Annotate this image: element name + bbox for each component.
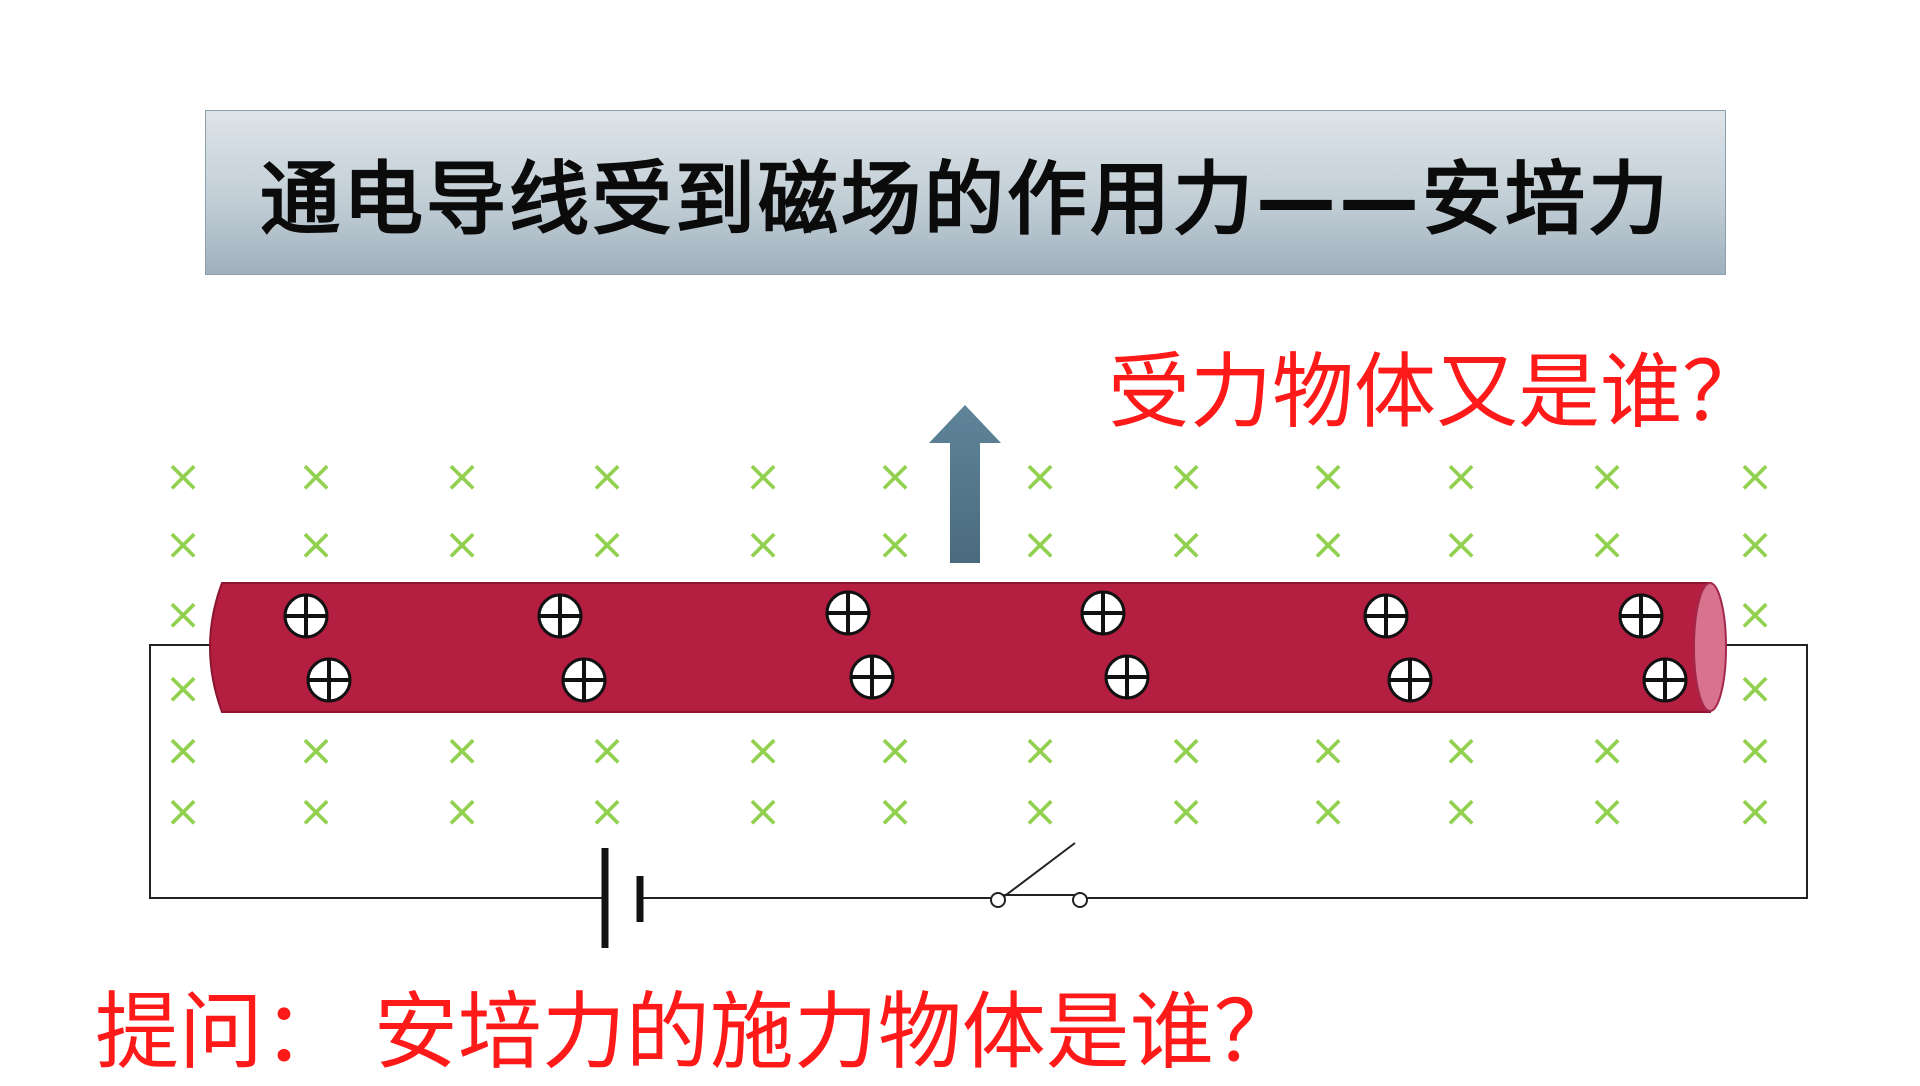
- field-cross-icon: ×: [298, 519, 335, 570]
- receiver-question: 受力物体又是谁？: [1108, 345, 1765, 440]
- conductor-rod: [209, 582, 1727, 713]
- field-cross-icon: ×: [877, 451, 914, 502]
- field-cross-icon: ×: [1443, 451, 1480, 502]
- field-cross-icon: ×: [1168, 451, 1205, 502]
- field-cross-icon: ×: [444, 786, 481, 837]
- field-cross-icon: ×: [589, 519, 626, 570]
- field-cross-icon: ×: [1168, 519, 1205, 570]
- positive-charge-icon: [1363, 593, 1409, 639]
- field-cross-icon: ×: [1737, 451, 1774, 502]
- field-cross-icon: ×: [1589, 451, 1626, 502]
- field-cross-icon: ×: [165, 589, 202, 640]
- field-cross-icon: ×: [165, 786, 202, 837]
- positive-charge-icon: [537, 593, 583, 639]
- field-cross-icon: ×: [1168, 786, 1205, 837]
- field-cross-icon: ×: [1022, 786, 1059, 837]
- field-cross-icon: ×: [1310, 451, 1347, 502]
- field-cross-icon: ×: [298, 786, 335, 837]
- field-cross-icon: ×: [589, 786, 626, 837]
- field-cross-icon: ×: [444, 451, 481, 502]
- field-cross-icon: ×: [1737, 663, 1774, 714]
- field-cross-icon: ×: [745, 725, 782, 776]
- field-cross-icon: ×: [745, 451, 782, 502]
- field-cross-icon: ×: [1310, 786, 1347, 837]
- field-cross-icon: ×: [298, 725, 335, 776]
- field-cross-icon: ×: [1589, 786, 1626, 837]
- field-cross-icon: ×: [877, 519, 914, 570]
- positive-charge-icon: [849, 654, 895, 700]
- field-cross-icon: ×: [1737, 519, 1774, 570]
- circuit-wire: [149, 644, 1808, 899]
- field-cross-icon: ×: [444, 725, 481, 776]
- slide-title: 通电导线受到磁场的作用力——安培力: [260, 152, 1671, 246]
- positive-charge-icon: [1387, 657, 1433, 703]
- source-question: 提问： 安培力的施力物体是谁？: [95, 983, 1298, 1081]
- field-cross-icon: ×: [589, 451, 626, 502]
- field-cross-icon: ×: [165, 451, 202, 502]
- positive-charge-icon: [1104, 654, 1150, 700]
- field-cross-icon: ×: [444, 519, 481, 570]
- field-cross-icon: ×: [165, 519, 202, 570]
- field-cross-icon: ×: [1022, 451, 1059, 502]
- field-cross-icon: ×: [1737, 725, 1774, 776]
- field-cross-icon: ×: [877, 786, 914, 837]
- field-cross-icon: ×: [1022, 725, 1059, 776]
- title-banner: 通电导线受到磁场的作用力——安培力: [205, 110, 1726, 275]
- field-cross-icon: ×: [1168, 725, 1205, 776]
- field-cross-icon: ×: [745, 786, 782, 837]
- field-cross-icon: ×: [1443, 519, 1480, 570]
- positive-charge-icon: [1642, 657, 1688, 703]
- positive-charge-icon: [306, 657, 352, 703]
- field-cross-icon: ×: [1022, 519, 1059, 570]
- force-arrow-icon: [929, 405, 1001, 563]
- field-cross-icon: ×: [165, 663, 202, 714]
- field-cross-icon: ×: [1737, 589, 1774, 640]
- battery-icon: [601, 848, 644, 948]
- field-cross-icon: ×: [1737, 786, 1774, 837]
- field-cross-icon: ×: [1589, 519, 1626, 570]
- field-cross-icon: ×: [298, 451, 335, 502]
- positive-charge-icon: [561, 657, 607, 703]
- positive-charge-icon: [825, 590, 871, 636]
- field-cross-icon: ×: [877, 725, 914, 776]
- field-cross-icon: ×: [1310, 725, 1347, 776]
- field-cross-icon: ×: [1310, 519, 1347, 570]
- field-cross-icon: ×: [1443, 786, 1480, 837]
- positive-charge-icon: [1618, 593, 1664, 639]
- switch-icon: [990, 842, 1088, 908]
- positive-charge-icon: [283, 593, 329, 639]
- field-cross-icon: ×: [1443, 725, 1480, 776]
- positive-charges: [283, 590, 1688, 703]
- field-cross-icon: ×: [1589, 725, 1626, 776]
- positive-charge-icon: [1080, 590, 1126, 636]
- field-cross-icon: ×: [165, 725, 202, 776]
- field-cross-icon: ×: [589, 725, 626, 776]
- field-cross-icon: ×: [745, 519, 782, 570]
- magnetic-field: × × × × × × × × × × × × × × × × × × × × × × × × × × × × × × × × × × × × × × × ×…: [165, 451, 1774, 837]
